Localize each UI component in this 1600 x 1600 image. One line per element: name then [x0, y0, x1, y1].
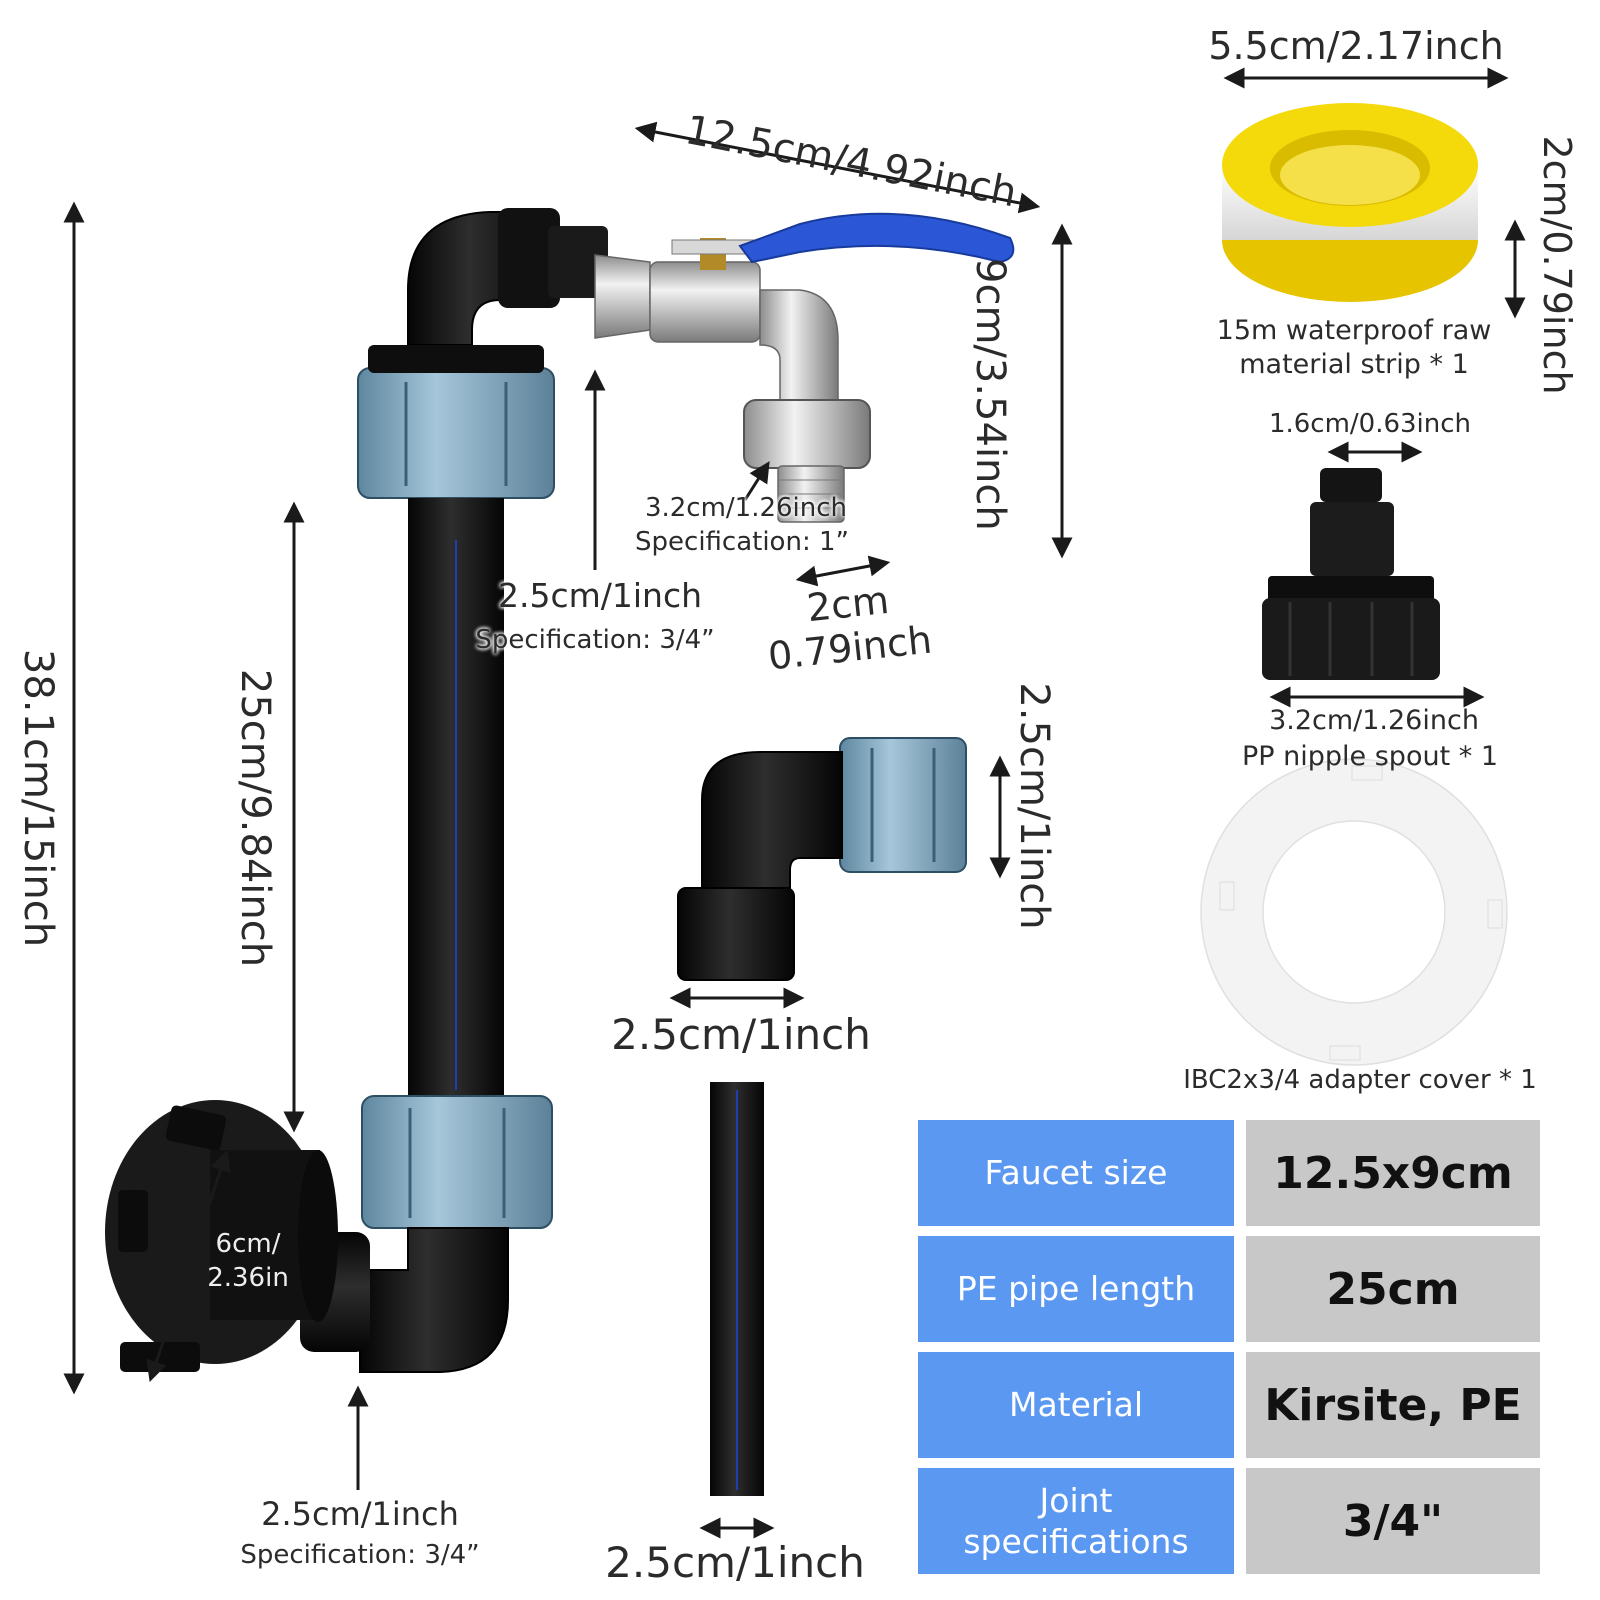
spec-value: 12.5x9cm	[1246, 1120, 1540, 1226]
spec-value: 25cm	[1246, 1236, 1540, 1342]
dim-pipe-length: 25cm/9.84inch	[232, 668, 278, 968]
ptfe-tape-roll	[1222, 103, 1478, 302]
dim-spout-spec: Specification: 1”	[635, 527, 849, 557]
spec-value: Kirsite, PE	[1246, 1352, 1540, 1458]
spec-row-pipe-length: PE pipe length 25cm	[918, 1236, 1540, 1342]
dim-ibc-cap: 6cm/	[215, 1229, 281, 1259]
dim-faucet-height: 9cm/3.54inch	[967, 258, 1013, 531]
spec-row-joint: Joint specifications 3/4"	[918, 1468, 1540, 1574]
pp-nipple-spout	[1262, 468, 1440, 680]
spec-key: PE pipe length	[918, 1236, 1234, 1342]
dim-bottom-joint: 2.5cm/1inch	[261, 1495, 459, 1533]
spec-row-material: Material Kirsite, PE	[918, 1352, 1540, 1458]
tape-label-line1: 15m waterproof raw	[1216, 315, 1492, 346]
dim-pipe-diameter: 2.5cm/1inch	[605, 1538, 865, 1587]
nipple-name-label: PP nipple spout * 1	[1242, 741, 1498, 772]
pe-pipe-assembly	[300, 208, 608, 1373]
nipple-top-label: 1.6cm/0.63inch	[1268, 409, 1472, 439]
spec-key: Material	[918, 1352, 1234, 1458]
dim-bottom-joint-spec: Specification: 3/4”	[240, 1540, 480, 1570]
dim-spout-thread: 3.2cm/1.26inch	[644, 493, 848, 523]
dim-elbow-height: 2.5cm/1inch	[1011, 682, 1057, 930]
dim-faucet-joint-spec: Specification: 3/4”	[475, 625, 715, 655]
tape-width-label: 5.5cm/2.17inch	[1208, 24, 1504, 68]
elbow-fitting	[677, 737, 967, 981]
spec-row-faucet-size: Faucet size 12.5x9cm	[918, 1120, 1540, 1226]
spec-key: Faucet size	[918, 1120, 1234, 1226]
spec-key: Joint specifications	[918, 1468, 1234, 1574]
cover-label: IBC2x3/4 adapter cover * 1	[1183, 1065, 1537, 1095]
spec-value: 3/4"	[1246, 1468, 1540, 1574]
dim-ibc-cap-b: 2.36in	[207, 1263, 289, 1293]
tape-height-label: 2cm/0.79inch	[1534, 135, 1579, 395]
nipple-bottom-label: 3.2cm/1.26inch	[1269, 705, 1479, 736]
ball-valve-faucet	[594, 212, 1015, 523]
adapter-cover-ring	[1200, 758, 1508, 1066]
dimension-arrows	[63, 67, 1526, 1539]
dim-elbow-width: 2.5cm/1inch	[611, 1010, 871, 1059]
dim-faucet-joint: 2.5cm/1inch	[497, 576, 703, 615]
tape-label-line2: material strip * 1	[1239, 349, 1469, 380]
dim-total-height: 38.1cm/15inch	[15, 648, 61, 948]
